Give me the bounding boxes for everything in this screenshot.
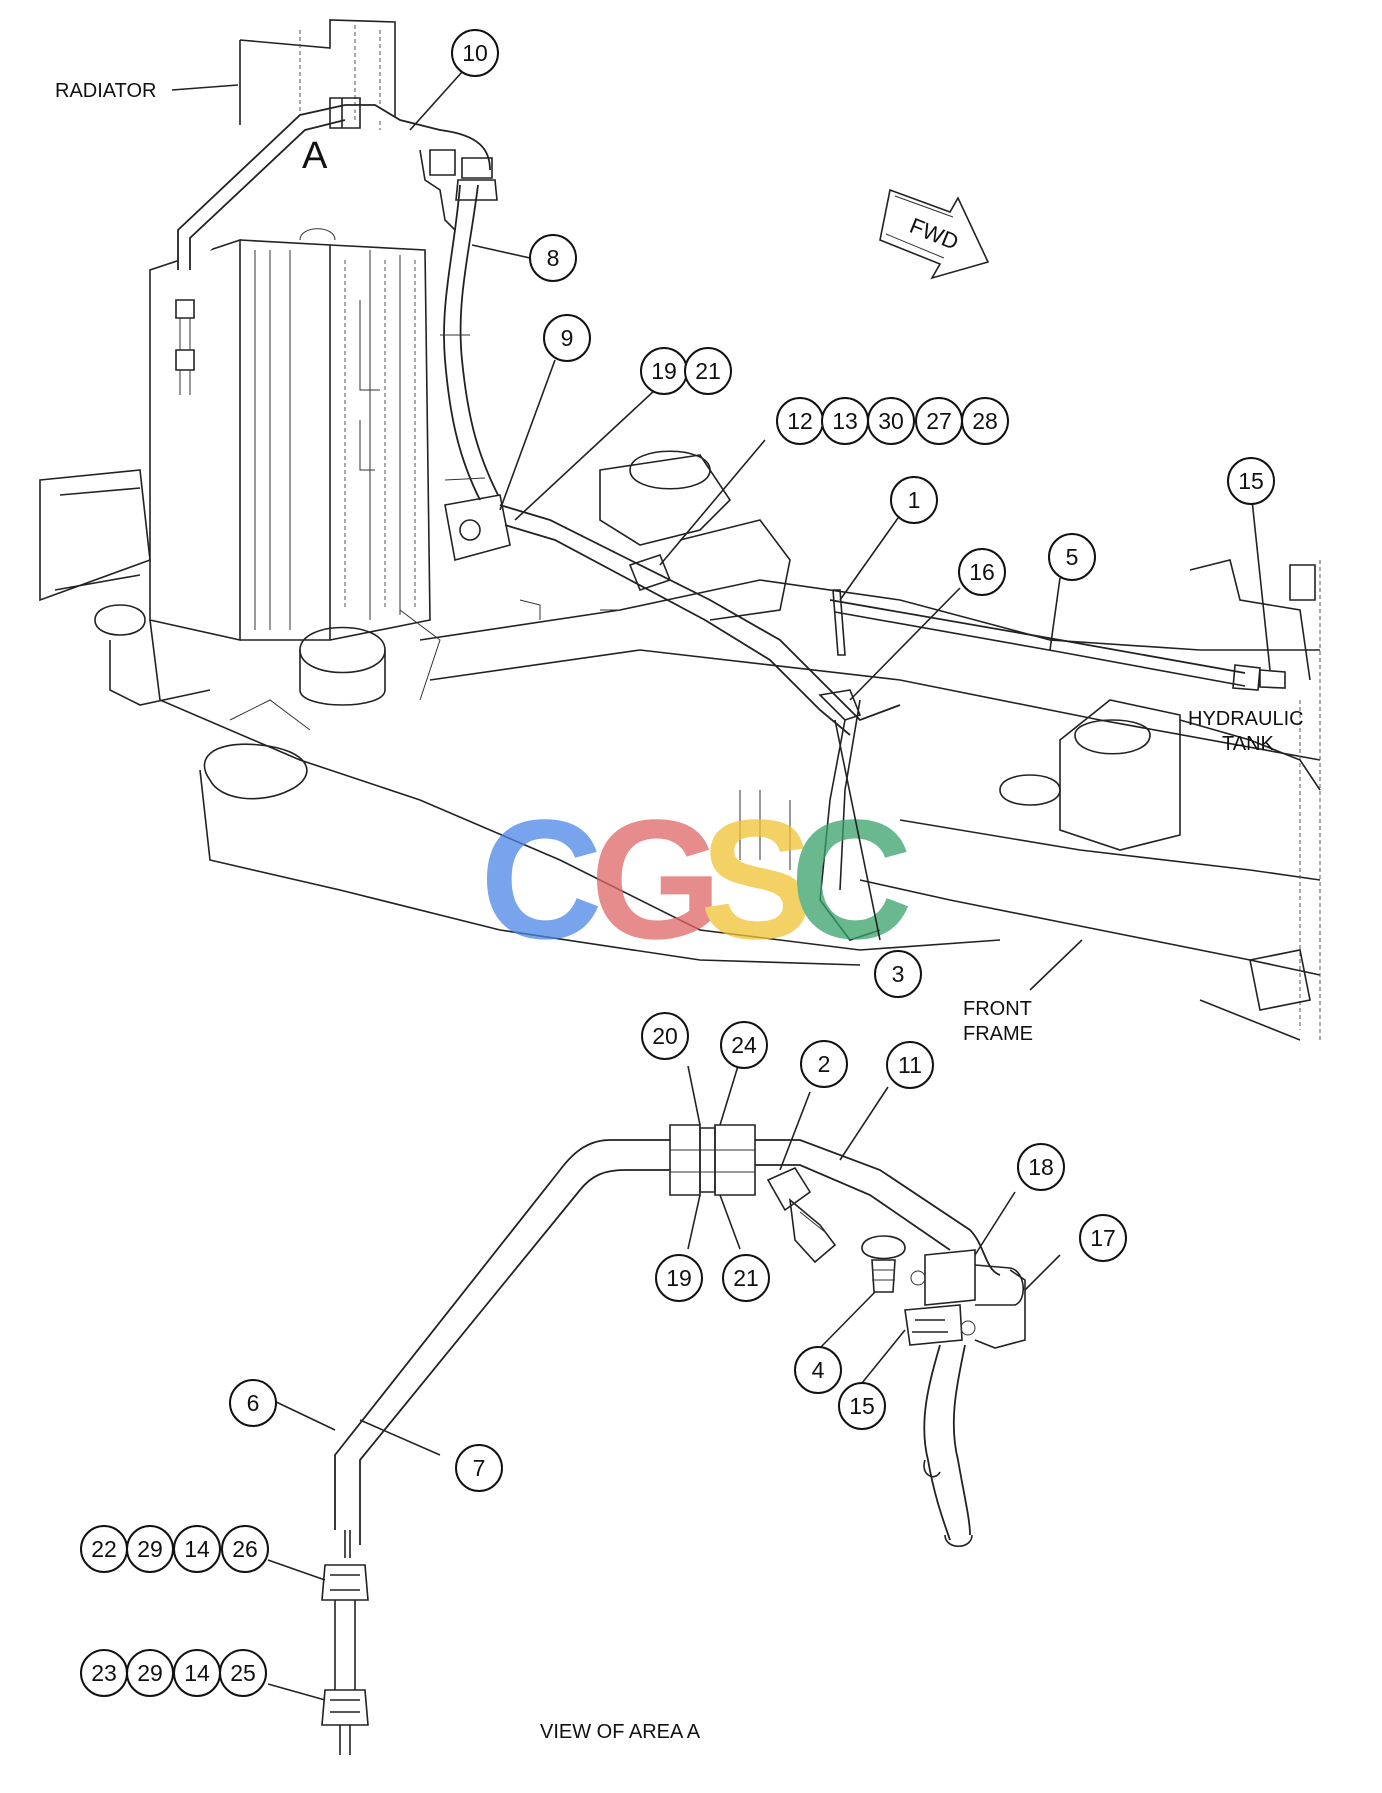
- callout-19-top: 19: [640, 347, 688, 395]
- callout-26: 26: [221, 1525, 269, 1573]
- callout-22: 22: [80, 1525, 128, 1573]
- callout-3: 3: [874, 950, 922, 998]
- callout-30-label: 30: [878, 408, 904, 434]
- callout-23: 23: [80, 1649, 128, 1697]
- leader-lines: [267, 71, 1271, 1701]
- watermark-letter-c2: C: [790, 785, 913, 975]
- callout-24: 24: [720, 1021, 768, 1069]
- callout-17: 17: [1079, 1214, 1127, 1262]
- callout-12-label: 12: [787, 408, 813, 434]
- callout-12: 12: [776, 397, 824, 445]
- callout-4: 4: [794, 1346, 842, 1394]
- front-frame: [39, 450, 1321, 1041]
- callout-19-top-label: 19: [651, 358, 677, 384]
- callout-15-top-label: 15: [1238, 468, 1264, 494]
- callout-10: 10: [451, 29, 499, 77]
- callout-19-bottom: 19: [655, 1254, 703, 1302]
- callout-14-lower: 14: [173, 1649, 221, 1697]
- callout-15-top: 15: [1227, 457, 1275, 505]
- callout-11: 11: [886, 1041, 934, 1089]
- area-a-detail: [321, 1124, 1026, 1755]
- callout-7: 7: [455, 1444, 503, 1492]
- callout-28: 28: [961, 397, 1009, 445]
- callout-15-bottom: 15: [838, 1382, 886, 1430]
- callout-21-bottom: 21: [722, 1254, 770, 1302]
- callout-8-label: 8: [547, 245, 560, 271]
- radiator-label: RADIATOR: [55, 80, 157, 102]
- callout-13-label: 13: [832, 408, 858, 434]
- watermark-letter-c1: C: [480, 785, 603, 975]
- callout-29-upper: 29: [126, 1525, 174, 1573]
- front-frame-label-1: FRONT: [963, 998, 1032, 1020]
- tube-5: [829, 589, 1286, 691]
- callout-6-label: 6: [247, 1390, 260, 1416]
- callout-1: 1: [890, 476, 938, 524]
- callout-13: 13: [821, 397, 869, 445]
- callout-30: 30: [867, 397, 915, 445]
- view-of-area-a-label: VIEW OF AREA A: [540, 1721, 701, 1743]
- cgsc-watermark: C G S C: [480, 785, 913, 975]
- hydraulic-tank-label-1: HYDRAULIC: [1188, 708, 1304, 730]
- area-a-label: A: [302, 135, 328, 177]
- callout-9-label: 9: [561, 325, 574, 351]
- upper-hoses: [329, 97, 901, 941]
- callout-8: 8: [529, 234, 577, 282]
- callout-23-label: 23: [91, 1660, 117, 1686]
- callout-5: 5: [1048, 533, 1096, 581]
- callout-14-lower-label: 14: [184, 1660, 210, 1686]
- callout-24-label: 24: [731, 1032, 757, 1058]
- callout-10-label: 10: [462, 40, 488, 66]
- callout-22-label: 22: [91, 1536, 117, 1562]
- callout-16-label: 16: [969, 559, 995, 585]
- callout-20-label: 20: [652, 1023, 678, 1049]
- callout-2: 2: [800, 1040, 848, 1088]
- callout-14-upper-label: 14: [184, 1536, 210, 1562]
- callout-15-bottom-label: 15: [849, 1393, 875, 1419]
- callout-5-label: 5: [1066, 544, 1079, 570]
- callout-19-bottom-label: 19: [666, 1265, 692, 1291]
- callout-28-label: 28: [972, 408, 998, 434]
- fwd-label: FWD: [906, 213, 962, 255]
- callout-16: 16: [958, 548, 1006, 596]
- callout-18: 18: [1017, 1143, 1065, 1191]
- callout-3-label: 3: [892, 961, 905, 987]
- watermark-letter-g: G: [590, 785, 722, 975]
- callout-20: 20: [641, 1012, 689, 1060]
- callout-6: 6: [229, 1379, 277, 1427]
- callout-29-upper-label: 29: [137, 1536, 163, 1562]
- callout-21-top-label: 21: [695, 358, 721, 384]
- callout-25: 25: [219, 1649, 267, 1697]
- callout-4-label: 4: [812, 1357, 825, 1383]
- callout-26-label: 26: [232, 1536, 258, 1562]
- callout-14-upper: 14: [173, 1525, 221, 1573]
- callout-27: 27: [915, 397, 963, 445]
- callout-17-label: 17: [1090, 1225, 1116, 1251]
- callout-29-lower-label: 29: [137, 1660, 163, 1686]
- callout-21-top: 21: [684, 347, 732, 395]
- callout-21-bottom-label: 21: [733, 1265, 759, 1291]
- callout-2-label: 2: [818, 1051, 831, 1077]
- front-frame-label-2: FRAME: [963, 1023, 1033, 1045]
- callout-18-label: 18: [1028, 1154, 1054, 1180]
- callout-9: 9: [543, 314, 591, 362]
- fwd-arrow: FWD: [879, 188, 990, 280]
- callout-11-label: 11: [898, 1052, 922, 1078]
- callout-1-label: 1: [908, 487, 921, 513]
- callout-29-lower: 29: [126, 1649, 174, 1697]
- hydraulic-tank-label-2: TANK: [1222, 733, 1275, 755]
- callout-7-label: 7: [473, 1455, 486, 1481]
- radiator-assembly: [149, 19, 431, 641]
- callout-27-label: 27: [926, 408, 952, 434]
- callout-25-label: 25: [230, 1660, 256, 1686]
- radiator-leader: [171, 84, 239, 91]
- watermark-letter-s: S: [700, 785, 813, 975]
- front-frame-leader: [1029, 939, 1083, 991]
